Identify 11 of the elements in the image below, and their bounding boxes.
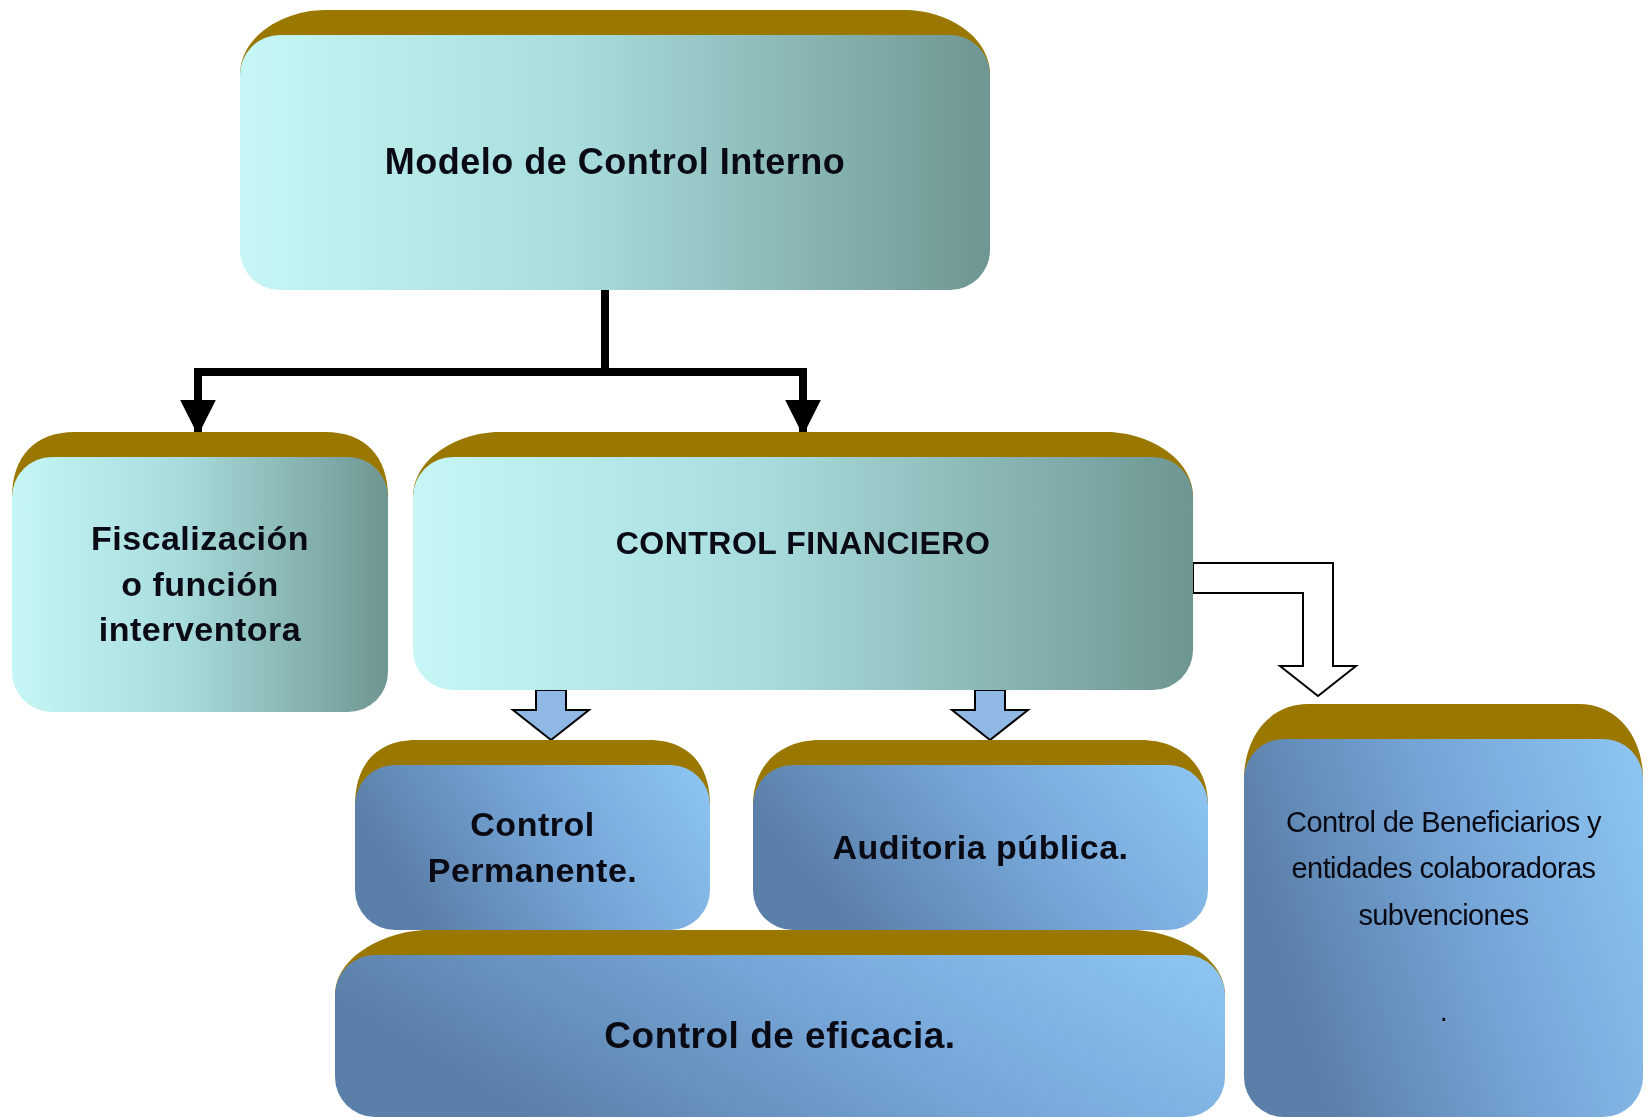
box-label: Control de eficacia. bbox=[604, 1014, 956, 1059]
box-label: Modelo de Control Interno bbox=[384, 140, 846, 185]
box-label: Control de Beneficiarios y entidades colaboradoras subvenciones bbox=[1285, 805, 1603, 933]
block-arrow bbox=[949, 689, 1031, 742]
box-label: . bbox=[1439, 994, 1448, 1030]
block-arrow bbox=[1192, 562, 1359, 698]
block-arrow bbox=[510, 689, 592, 742]
box-label: CONTROL FINANCIERO bbox=[615, 523, 991, 563]
box-label: Auditoria pública. bbox=[832, 826, 1129, 868]
box-label: Control Permanente. bbox=[426, 803, 639, 891]
box-label: Fiscalización o función interventora bbox=[89, 517, 311, 651]
